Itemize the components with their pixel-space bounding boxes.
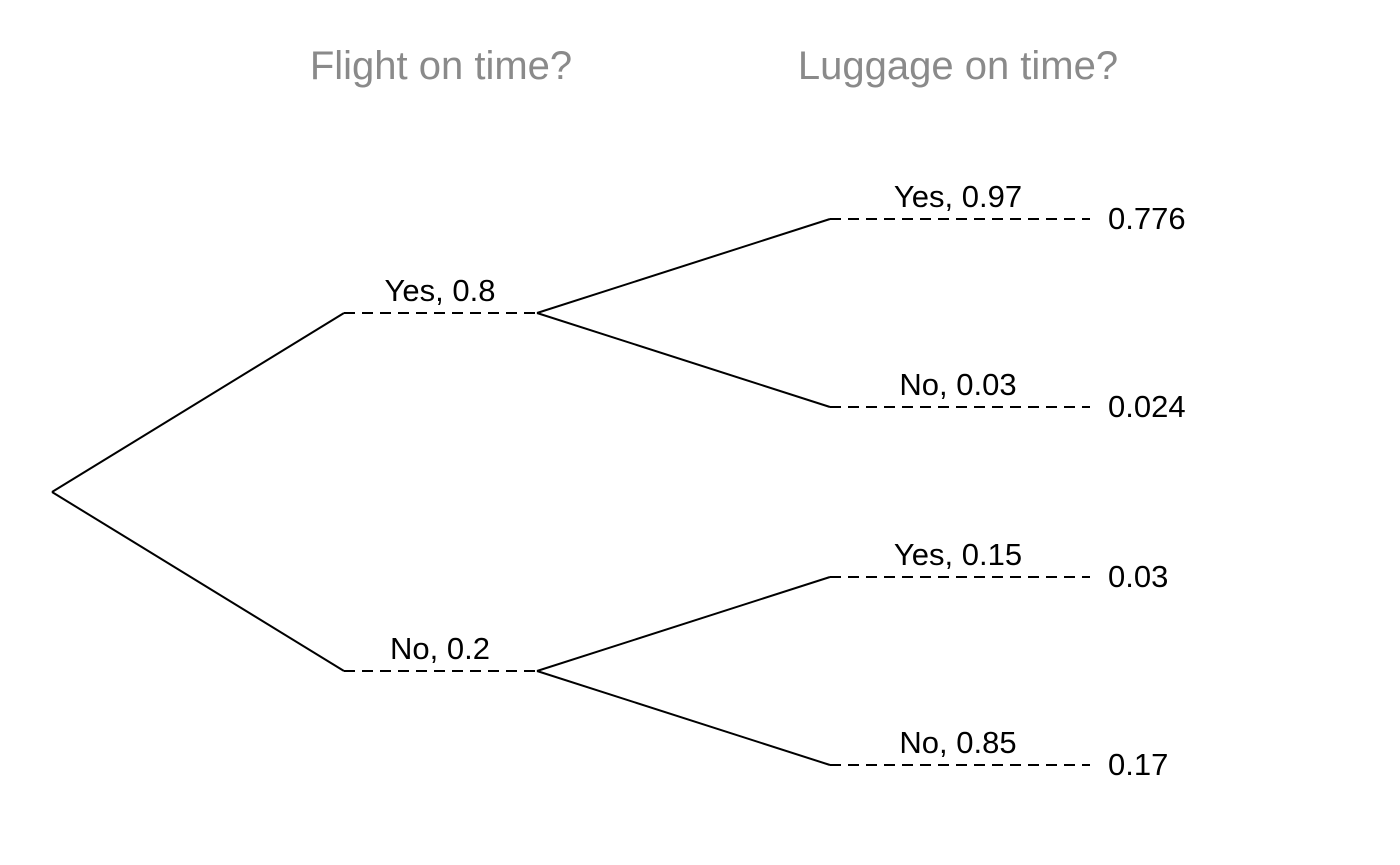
flight-yes-to-luggage-no-branch: [536, 312, 831, 408]
header-luggage-on-time: Luggage on time?: [798, 44, 1118, 88]
flight-yes-label: Yes, 0.8: [385, 273, 496, 308]
flight-no-to-luggage-yes-branch: [536, 576, 831, 672]
flight-no-to-luggage-no-branch: [536, 670, 831, 766]
luggage-no-given-flight-yes-label: No, 0.03: [899, 367, 1016, 402]
header-flight-on-time: Flight on time?: [310, 44, 572, 88]
root-to-flight-no-branch: [51, 491, 345, 672]
root-to-flight-yes-branch: [51, 312, 345, 493]
outcome-no-yes: 0.03: [1108, 559, 1168, 594]
luggage-yes-given-flight-yes-label: Yes, 0.97: [894, 179, 1022, 214]
outcome-yes-no: 0.024: [1108, 389, 1186, 424]
outcome-no-no: 0.17: [1108, 747, 1168, 782]
flight-no-label: No, 0.2: [390, 631, 490, 666]
luggage-yes-given-flight-no-label: Yes, 0.15: [894, 537, 1022, 572]
outcome-yes-yes: 0.776: [1108, 201, 1186, 236]
flight-yes-to-luggage-yes-branch: [536, 218, 831, 314]
luggage-no-given-flight-no-label: No, 0.85: [899, 725, 1016, 760]
